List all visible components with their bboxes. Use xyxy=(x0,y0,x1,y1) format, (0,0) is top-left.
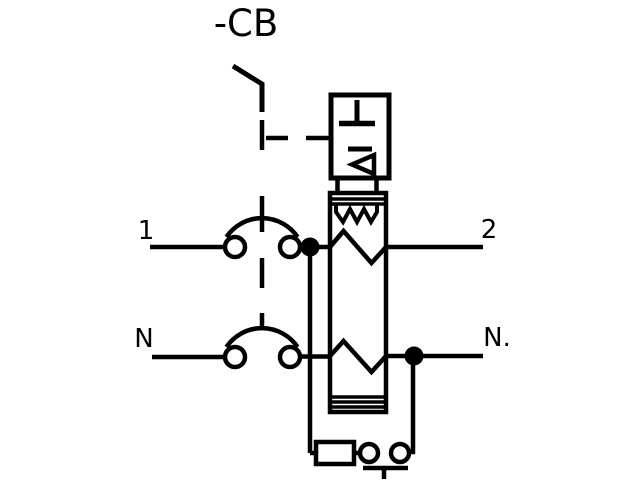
test-pushbutton-icon xyxy=(363,465,408,479)
toroid-winding-icon xyxy=(330,395,386,409)
thermal-overcurrent-element-neutral-icon xyxy=(328,337,388,376)
mechanical-linkage-dashed-icon xyxy=(259,120,330,327)
terminal-n-out-label: N. xyxy=(483,323,511,353)
contact-bridge-arc xyxy=(224,325,300,349)
line-pole-contact-icon xyxy=(150,215,330,260)
magnetic-release-coil-icon xyxy=(330,197,386,227)
test-circuit xyxy=(307,247,416,479)
residual-current-trip-unit-icon xyxy=(328,92,392,193)
thermal-overcurrent-element-line-icon xyxy=(328,227,388,267)
delta-triangle-icon xyxy=(346,151,377,178)
breaker-body-outline xyxy=(327,190,389,415)
contact-bridge-arc xyxy=(224,215,300,239)
terminal-1-label: 1 xyxy=(138,216,155,246)
terminal-n-label: N xyxy=(134,324,153,354)
neutral-pole-contact-icon xyxy=(152,325,330,370)
breaker-reference-label: -CB xyxy=(214,2,279,45)
terminal-2-label: 2 xyxy=(481,215,498,245)
test-wire-right xyxy=(409,356,416,455)
toggle-actuator-icon xyxy=(231,63,265,112)
test-resistor-icon xyxy=(313,439,357,467)
